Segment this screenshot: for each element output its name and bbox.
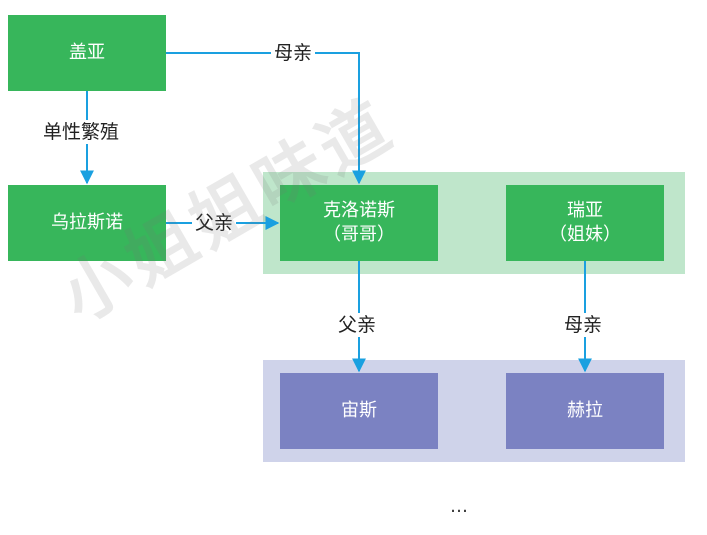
node-uranus: 乌拉斯诺 — [8, 185, 166, 261]
edge-label-uranus-kronos: 父亲 — [192, 211, 237, 235]
node-hera: 赫拉 — [506, 373, 664, 449]
node-kronos-note: （哥哥） — [323, 224, 395, 245]
edge-label-gaia-uranus: 单性繁殖 — [40, 120, 123, 144]
node-kronos: 克洛诺斯 （哥哥） — [280, 185, 438, 261]
node-rhea: 瑞亚 （姐妹） — [506, 185, 664, 261]
node-kronos-label: 克洛诺斯 — [323, 199, 395, 221]
edge-gaia-to-kronos — [166, 52, 366, 185]
edge-label-kronos-zeus: 父亲 — [335, 313, 380, 337]
edge-label-rhea-hera: 母亲 — [561, 313, 606, 337]
node-gaia: 盖亚 — [8, 15, 166, 91]
node-zeus-label: 宙斯 — [341, 399, 377, 421]
node-gaia-label: 盖亚 — [69, 41, 105, 63]
node-rhea-label: 瑞亚 — [567, 199, 603, 221]
node-uranus-label: 乌拉斯诺 — [51, 211, 123, 233]
edge-label-gaia-kronos: 母亲 — [271, 41, 316, 65]
node-hera-label: 赫拉 — [567, 399, 603, 421]
node-zeus: 宙斯 — [280, 373, 438, 449]
more-ellipsis: … — [450, 496, 468, 517]
node-rhea-note: （姐妹） — [549, 224, 621, 245]
